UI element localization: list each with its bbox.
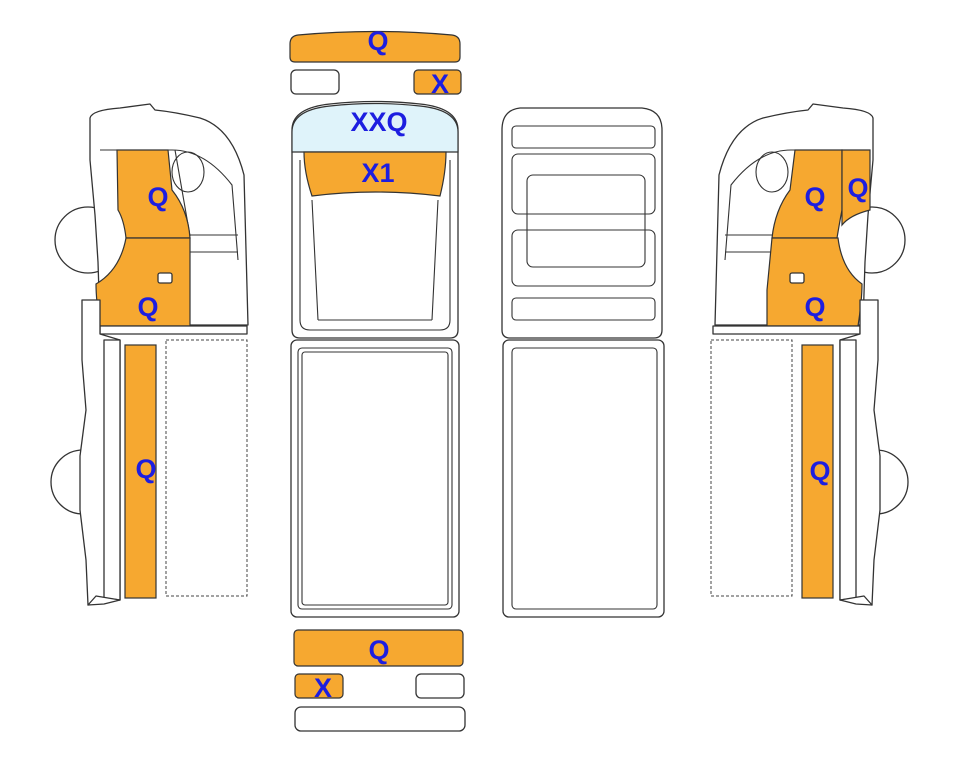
panel-rear-lamp-left[interactable]	[294, 673, 344, 699]
panel-right-door-corner[interactable]	[841, 149, 871, 227]
panel-front-lamp-right[interactable]	[413, 69, 462, 95]
panel-left-side-long[interactable]	[124, 344, 157, 599]
label-rear-bumper: Q	[368, 635, 389, 665]
label-left-door-lower: Q	[137, 292, 158, 322]
panel-right-side-long[interactable]	[801, 344, 834, 599]
panel-rear-lamp-right[interactable]	[415, 673, 465, 699]
label-right-side-long: Q	[809, 456, 830, 486]
label-front-lamp-right: X	[431, 69, 449, 99]
label-roof-spoiler: Q	[367, 26, 388, 56]
rear-parts	[293, 629, 466, 732]
right-side-view	[710, 103, 909, 606]
panel-roof-spoiler[interactable]	[289, 30, 461, 63]
label-right-door-lower: Q	[804, 292, 825, 322]
left-side-view	[50, 103, 249, 606]
panel-rear-bumper[interactable]	[293, 629, 464, 667]
label-left-side-long: Q	[135, 454, 156, 484]
label-right-door-upper: Q	[804, 182, 825, 212]
left-cargo-outline	[165, 339, 248, 597]
label-right-door-corner: Q	[847, 173, 868, 203]
damage-labels: Q X XXQ X1 Q Q Q Q Q Q Q Q X	[135, 26, 868, 703]
roof-view	[501, 107, 665, 618]
label-left-door-upper: Q	[147, 182, 168, 212]
panel-windshield[interactable]	[291, 102, 459, 153]
panel-front-lamp-left[interactable]	[290, 69, 340, 95]
top-view	[290, 100, 460, 618]
label-rear-lamp-left: X	[314, 673, 332, 703]
label-windshield: XXQ	[350, 107, 407, 137]
panel-hood[interactable]	[303, 151, 447, 197]
label-hood: X1	[361, 158, 394, 188]
front-parts	[289, 30, 462, 95]
panel-rear-step[interactable]	[294, 706, 466, 732]
right-cargo-outline	[710, 339, 793, 597]
